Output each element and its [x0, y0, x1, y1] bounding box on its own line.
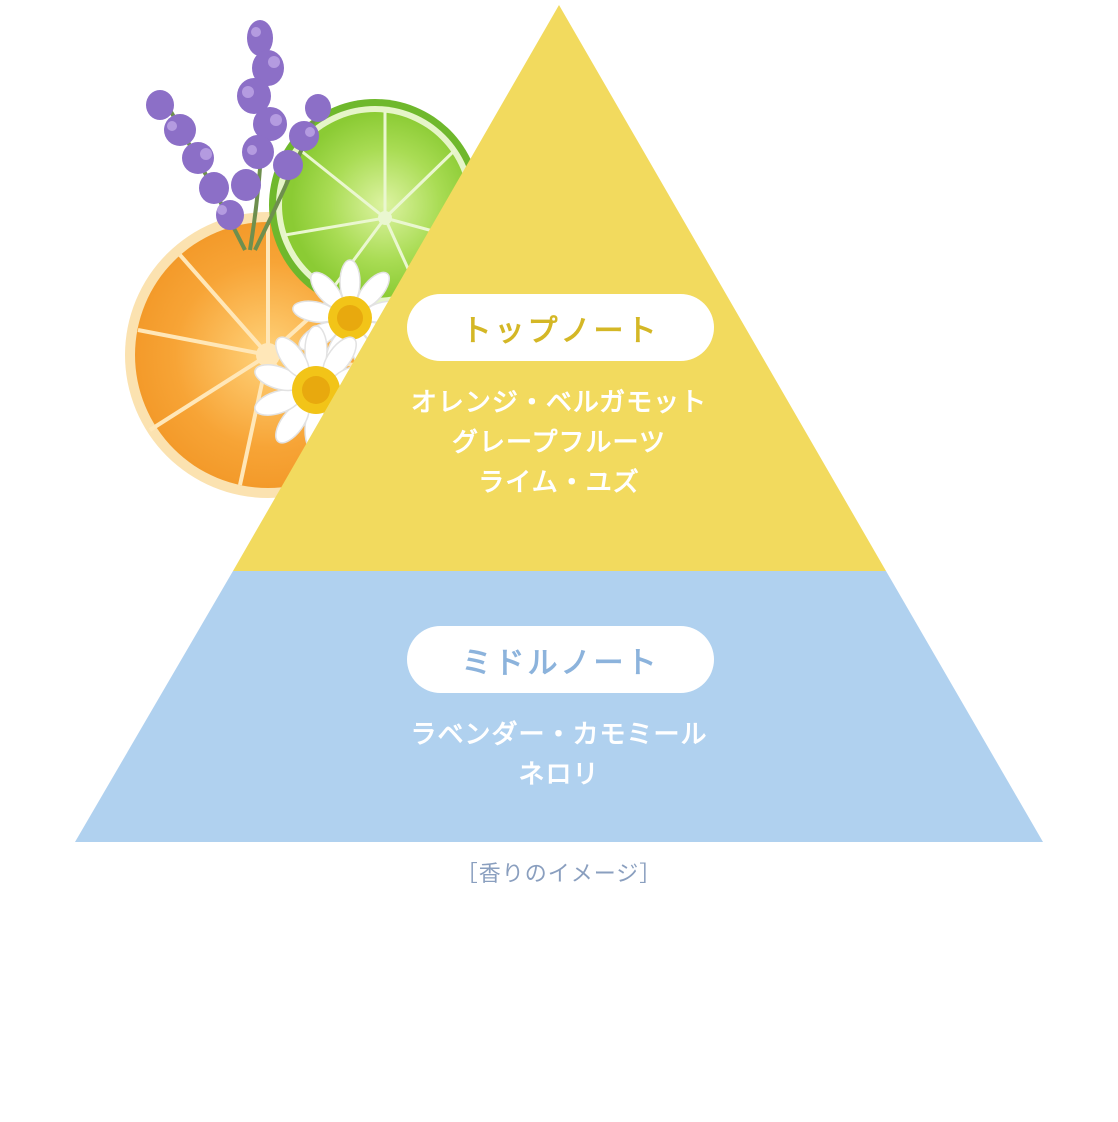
middle-note-line: ネロリ	[518, 760, 600, 790]
top-note-ingredients: オレンジ・ベルガモット グレープフルーツ ライム・ユズ	[300, 383, 818, 503]
top-note-line: オレンジ・ベルガモット	[410, 388, 708, 418]
middle-note-label: ミドルノート	[407, 626, 714, 693]
top-note-label: トップノート	[407, 294, 714, 361]
middle-note-ingredients: ラベンダー・カモミール ネロリ	[300, 715, 818, 795]
top-note-line: グレープフルーツ	[452, 428, 666, 458]
image-caption: ［香りのイメージ］	[455, 862, 663, 887]
middle-note-line: ラベンダー・カモミール	[410, 720, 708, 750]
middle-note-tier	[75, 571, 1043, 842]
middle-note-label-text: ミドルノート	[461, 645, 660, 681]
lavender-icon	[146, 20, 331, 251]
chamomile-icon	[254, 259, 408, 455]
top-note-line: ライム・ユズ	[478, 468, 640, 498]
top-note-label-text: トップノート	[461, 313, 660, 349]
top-note-tier	[233, 5, 886, 571]
